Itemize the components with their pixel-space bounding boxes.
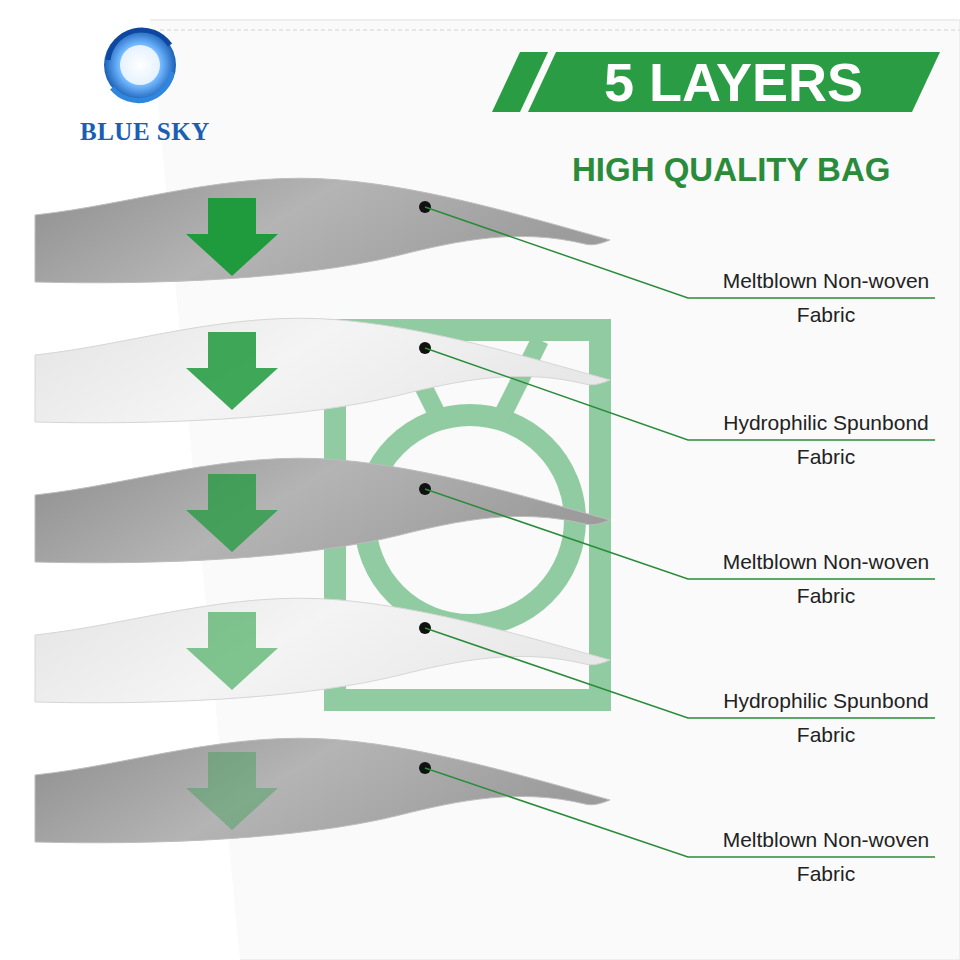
layer-label: Hydrophilic Spunbond Fabric xyxy=(710,406,942,474)
layer-label: Meltblown Non-woven Fabric xyxy=(710,545,942,613)
bag-seam xyxy=(160,29,960,31)
flow-arrow xyxy=(186,332,278,410)
flow-arrow xyxy=(186,474,278,552)
meltblown-layer xyxy=(35,738,610,843)
layer-label: Hydrophilic Spunbond Fabric xyxy=(710,684,942,752)
subtitle: HIGH QUALITY BAG xyxy=(572,151,890,189)
spunbond-layer xyxy=(35,598,610,703)
title-text: 5 LAYERS xyxy=(604,51,863,113)
title-banner xyxy=(528,52,940,112)
flow-arrow xyxy=(186,612,278,690)
meltblown-layer xyxy=(35,178,610,283)
layer-label: Meltblown Non-woven Fabric xyxy=(710,264,942,332)
brand-name: BLUE SKY xyxy=(80,118,210,146)
meltblown-layer xyxy=(35,458,610,563)
layer-label: Meltblown Non-woven Fabric xyxy=(710,823,942,891)
flow-arrow xyxy=(186,752,278,830)
flow-arrow xyxy=(186,198,278,276)
logo-mark xyxy=(104,29,176,101)
spunbond-layer xyxy=(35,318,610,423)
